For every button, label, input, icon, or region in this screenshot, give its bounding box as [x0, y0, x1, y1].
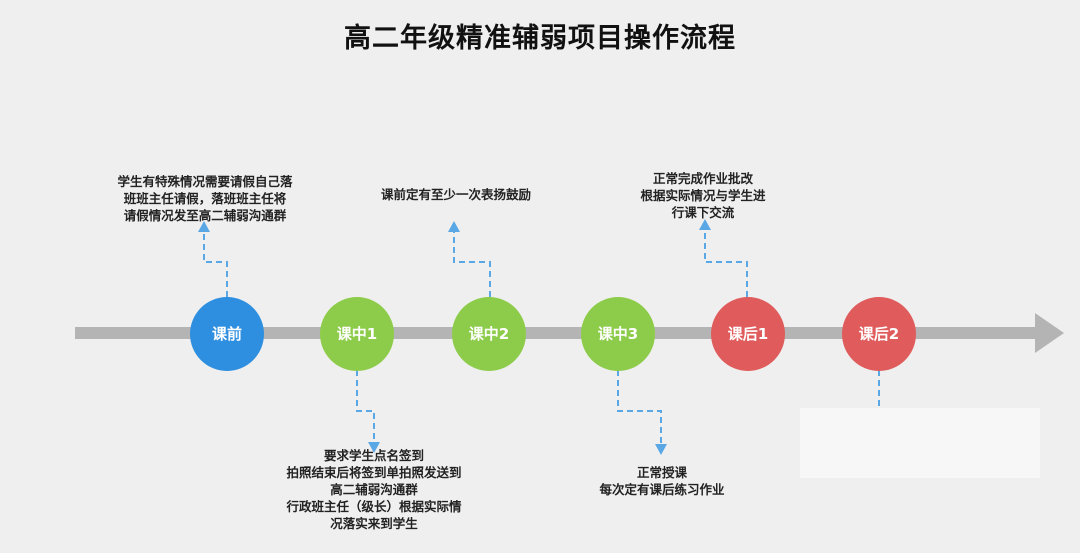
arrowhead-post1	[699, 219, 711, 230]
note-mid1-line-5: 况落实来到学生	[330, 516, 418, 531]
arrowhead-mid2	[448, 221, 460, 232]
note-post1-line-3: 行课下交流	[671, 205, 735, 220]
connector-mid2	[453, 230, 491, 297]
note-pre: 学生有特殊情况需要请假自己落 班班主任请假，落班班主任将 请假情况发至高二辅弱沟…	[105, 173, 305, 224]
note-mid2-line-1: 课前定有至少一次表扬鼓励	[380, 187, 531, 202]
connector-pre	[203, 230, 228, 297]
note-pre-line-2: 班班主任请假，落班班主任将	[123, 191, 287, 206]
node-circle-mid3	[581, 297, 655, 371]
node-label-mid2: 课中2	[469, 325, 509, 343]
node-label-post2: 课后2	[859, 325, 899, 343]
node-circle-mid1	[320, 297, 394, 371]
node-label-mid3: 课中3	[598, 325, 638, 343]
node-circle-post2	[842, 297, 916, 371]
note-post1-line-2: 根据实际情况与学生进	[640, 188, 766, 203]
connector-post1	[704, 228, 748, 297]
note-mid1-line-2: 拍照结束后将签到单拍照发送到	[286, 465, 462, 480]
note-mid3-line-1: 正常授课	[636, 465, 687, 480]
note-mid1: 要求学生点名签到 拍照结束后将签到单拍照发送到 高二辅弱沟通群 行政班主任（级长…	[262, 447, 486, 532]
timeline-arrowhead	[1035, 313, 1064, 353]
node-label-mid1: 课中1	[337, 325, 377, 343]
note-mid3: 正常授课 每次定有课后练习作业	[582, 464, 742, 498]
note-pre-line-1: 学生有特殊情况需要请假自己落	[117, 174, 293, 189]
node-circle-post1	[711, 297, 785, 371]
note-mid1-line-4: 行政班主任（级长）根据实际情	[286, 499, 462, 514]
note-post1-line-1: 正常完成作业批改	[652, 171, 753, 186]
note-mid1-line-3: 高二辅弱沟通群	[330, 482, 418, 497]
node-label-pre: 课前	[212, 325, 242, 343]
timeline-axis	[75, 327, 1035, 339]
arrowhead-mid1	[368, 442, 380, 453]
arrowhead-mid3	[655, 444, 667, 455]
faded-area	[800, 408, 1040, 478]
page-title: 高二年级精准辅弱项目操作流程	[344, 23, 736, 54]
note-mid3-line-2: 每次定有课后练习作业	[599, 482, 725, 497]
arrowhead-pre	[198, 221, 210, 232]
node-circle-pre	[190, 297, 264, 371]
note-mid1-line-1: 要求学生点名签到	[323, 448, 424, 463]
connector-mid3	[617, 370, 662, 446]
node-label-post1: 课后1	[728, 325, 768, 343]
note-pre-line-3: 请假情况发至高二辅弱沟通群	[123, 208, 287, 223]
note-mid2: 课前定有至少一次表扬鼓励	[358, 186, 554, 203]
note-post1: 正常完成作业批改 根据实际情况与学生进 行课下交流	[613, 170, 793, 221]
node-circle-mid2	[452, 297, 526, 371]
connector-mid1	[356, 370, 375, 444]
